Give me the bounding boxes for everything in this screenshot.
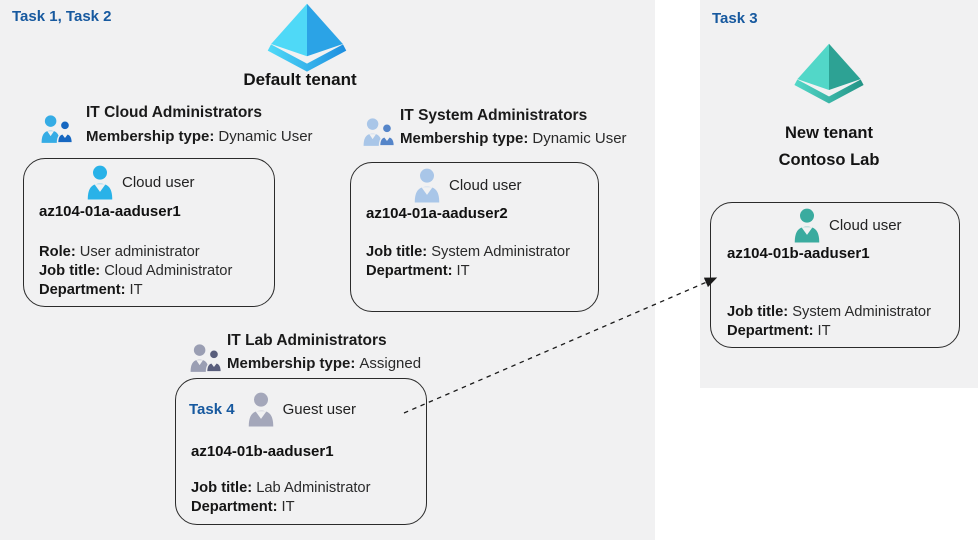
task-1-2-label: Task 1, Task 2 <box>12 8 112 25</box>
user-name: az104-01b-aaduser1 <box>727 245 870 262</box>
user-type-label: Cloud user <box>829 216 902 234</box>
group-icon <box>190 344 223 372</box>
default-tenant-panel <box>0 0 655 540</box>
membership-label: Membership type: <box>400 130 529 147</box>
membership-label: Membership type: <box>227 355 356 372</box>
group-name: IT Cloud Administrators <box>86 104 262 121</box>
azure-ad-tenant-icon <box>267 3 347 72</box>
attr-label: Job title: <box>191 480 253 496</box>
attr-value: IT <box>129 282 143 298</box>
user-type-label: Guest user <box>282 400 356 418</box>
group-icon <box>41 115 74 143</box>
user-attributes: Job title:System Administrator Departmen… <box>366 243 570 281</box>
user-attributes: Job title:System Administrator Departmen… <box>727 303 931 341</box>
group-name: IT System Administrators <box>400 107 588 124</box>
user-name: az104-01b-aaduser1 <box>191 443 334 460</box>
user-attributes: Job title:Lab Administrator Department:I… <box>191 479 371 517</box>
attr-department: Department:IT <box>727 322 931 341</box>
cloud-user-icon <box>87 165 113 200</box>
attr-value: Cloud Administrator <box>104 263 233 279</box>
attr-label: Job title: <box>39 263 101 279</box>
attr-value: System Administrator <box>431 244 570 260</box>
guest-user-icon <box>248 392 273 427</box>
user-card-new-tenant: Cloud user az104-01b-aaduser1 Job title:… <box>710 202 960 348</box>
cloud-user-icon <box>794 208 820 243</box>
new-tenant-line1: New tenant <box>784 124 873 142</box>
user-card-cloud-user-1: Cloud user az104-01a-aaduser1 Role:User … <box>23 158 275 307</box>
group-membership: Membership type:Dynamic User <box>86 128 313 145</box>
attr-label: Department: <box>39 282 126 298</box>
attr-value: Lab Administrator <box>256 480 371 496</box>
membership-value: Assigned <box>359 355 422 372</box>
group-membership: Membership type:Assigned <box>227 355 421 372</box>
user-card-cloud-user-2: Cloud user az104-01a-aaduser2 Job title:… <box>350 162 599 312</box>
membership-value: Dynamic User <box>218 128 313 145</box>
attr-department: Department:IT <box>366 262 570 281</box>
user-attributes: Role:User administrator Job title:Cloud … <box>39 243 232 300</box>
attr-job-title: Job title:Lab Administrator <box>191 479 371 498</box>
attr-value: IT <box>281 499 295 515</box>
task-3-label: Task 3 <box>712 10 758 27</box>
new-tenant-line2: Contoso Lab <box>778 151 880 169</box>
azure-ad-new-tenant-icon <box>794 43 864 104</box>
new-tenant-title: New tenant Contoso Lab <box>744 124 914 178</box>
attr-label: Department: <box>191 499 278 515</box>
attr-label: Department: <box>366 263 453 279</box>
attr-label: Role: <box>39 244 76 260</box>
task-4-label: Task 4 <box>189 400 235 418</box>
user-card-guest-user: Task 4 Guest user az104-01b-aaduser1 Job… <box>175 378 427 525</box>
attr-value: IT <box>456 263 470 279</box>
default-tenant-title: Default tenant <box>243 70 357 89</box>
attr-department: Department:IT <box>191 498 371 517</box>
attr-label: Department: <box>727 323 814 339</box>
attr-role: Role:User administrator <box>39 243 232 262</box>
group-cloud-admins: IT Cloud Administrators <box>86 104 262 122</box>
group-system-admins: IT System Administrators <box>400 107 587 125</box>
group-membership: Membership type:Dynamic User <box>400 130 627 147</box>
membership-value: Dynamic User <box>532 130 627 147</box>
group-icon <box>363 118 396 146</box>
group-lab-admins: IT Lab Administrators <box>227 332 387 350</box>
user-name: az104-01a-aaduser2 <box>366 205 508 222</box>
attr-department: Department:IT <box>39 281 232 300</box>
attr-label: Job title: <box>366 244 428 260</box>
cloud-user-icon <box>414 168 440 203</box>
attr-value: System Administrator <box>792 304 931 320</box>
attr-job-title: Job title:System Administrator <box>727 303 931 322</box>
attr-label: Job title: <box>727 304 789 320</box>
user-type-label: Cloud user <box>122 173 195 191</box>
attr-job-title: Job title:System Administrator <box>366 243 570 262</box>
user-name: az104-01a-aaduser1 <box>39 203 181 220</box>
group-name: IT Lab Administrators <box>227 332 387 349</box>
membership-label: Membership type: <box>86 128 215 145</box>
attr-value: User administrator <box>79 244 200 260</box>
attr-job-title: Job title:Cloud Administrator <box>39 262 232 281</box>
attr-value: IT <box>817 323 831 339</box>
user-type-label: Cloud user <box>449 176 522 194</box>
